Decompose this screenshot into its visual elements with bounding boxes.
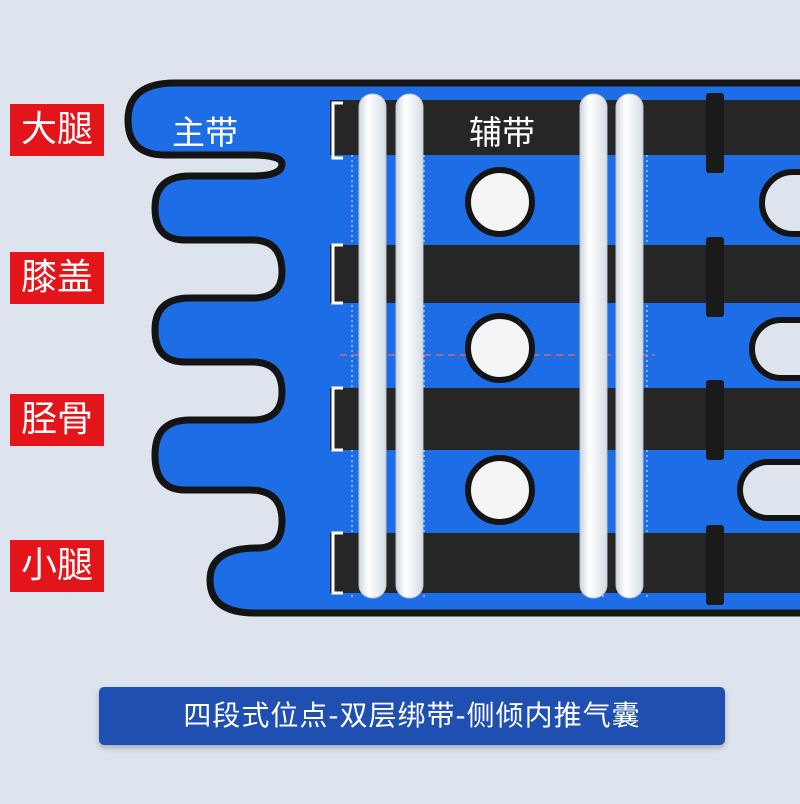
- right-cutout: [759, 169, 800, 237]
- support-bar: [358, 93, 387, 599]
- support-bar: [579, 93, 608, 599]
- feature-banner: 四段式位点-双层绑带-侧倾内推气囊: [99, 687, 725, 745]
- strap-loop: [331, 101, 343, 160]
- zone-label-shin: 胫骨: [10, 394, 104, 446]
- circle-hole: [465, 313, 535, 383]
- aux-strap-label: 辅带: [469, 113, 535, 152]
- zone-label-knee: 膝盖: [10, 252, 104, 304]
- strap-loop: [331, 531, 343, 595]
- support-bar: [615, 93, 644, 599]
- zone-label-calf: 小腿: [10, 540, 104, 592]
- circle-hole: [465, 167, 535, 237]
- right-cutout: [737, 459, 800, 521]
- support-bar: [395, 93, 424, 599]
- buckle: [706, 93, 724, 173]
- buckle: [706, 525, 724, 605]
- strap-loop: [331, 243, 343, 305]
- buckle: [706, 237, 724, 317]
- main-strap-label: 主带: [172, 113, 238, 152]
- circle-hole: [465, 455, 535, 525]
- strap-loop: [331, 386, 343, 452]
- zone-label-thigh: 大腿: [10, 104, 104, 156]
- right-cutout: [749, 317, 800, 381]
- buckle: [706, 380, 724, 460]
